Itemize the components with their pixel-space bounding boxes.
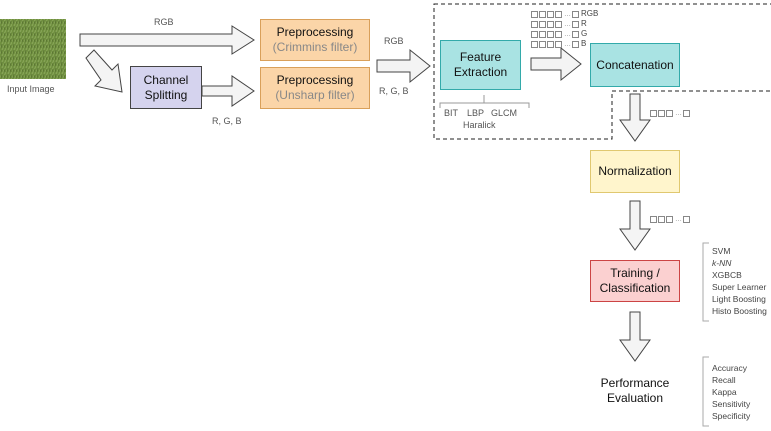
training-classification-box: Training / Classification bbox=[590, 260, 680, 302]
input-image bbox=[0, 19, 66, 79]
input-image-caption: Input Image bbox=[7, 84, 55, 94]
arrow-norm-to-train bbox=[619, 200, 651, 251]
channel-splitting-box: Channel Splitting bbox=[130, 66, 202, 109]
arrow-feature-to-concat bbox=[530, 46, 582, 82]
arrow-to-channel-split bbox=[85, 49, 123, 93]
classifier-item: XGBCB bbox=[712, 270, 742, 280]
vector-strip-after-norm: … bbox=[650, 216, 690, 223]
arrow-train-to-perf bbox=[619, 311, 651, 362]
feature-region-dashed bbox=[433, 3, 771, 140]
feature-item-lbp: LBP bbox=[467, 108, 485, 118]
classifier-item: Light Boosting bbox=[712, 294, 766, 304]
arrow-concat-to-norm bbox=[619, 93, 651, 142]
classifier-item: Histo Boosting bbox=[712, 306, 767, 316]
normalization-box: Normalization bbox=[590, 150, 680, 193]
feature-vector-label-g: G bbox=[581, 29, 588, 38]
metric-item: Accuracy bbox=[712, 363, 747, 373]
arrow-group bbox=[79, 25, 651, 362]
arrow-split-to-unsharp bbox=[201, 75, 255, 107]
label-rgb-mid: RGB bbox=[384, 36, 404, 46]
metric-bracket bbox=[702, 356, 709, 427]
label-rgb-top: RGB bbox=[154, 17, 174, 27]
performance-evaluation-box: Performance Evaluation bbox=[590, 370, 680, 412]
label-rgb-channels-left: R, G, B bbox=[212, 116, 242, 126]
performance-line2: Evaluation bbox=[606, 391, 664, 405]
feature-extraction-line2: Extraction bbox=[453, 65, 508, 79]
feature-item-bit: BIT bbox=[444, 108, 459, 118]
concatenation-label: Concatenation bbox=[596, 57, 674, 72]
training-line2: Classification bbox=[599, 281, 671, 295]
feature-extraction-line1: Feature bbox=[459, 50, 502, 64]
preprocessing-crimmins-box: Preprocessing (Crimmins filter) bbox=[260, 19, 370, 61]
feature-vector-b: … B bbox=[531, 40, 586, 48]
feature-vector-rgb: … RGB bbox=[531, 10, 598, 18]
feature-sublabel-haralick: Haralick bbox=[463, 120, 496, 130]
preprocessing-crimmins-subtitle: (Crimmins filter) bbox=[272, 40, 358, 54]
feature-vector-label-rgb: RGB bbox=[581, 9, 599, 18]
label-rgb-channels-right: R, G, B bbox=[379, 86, 409, 96]
preprocessing-unsharp-subtitle: (Unsharp filter) bbox=[275, 88, 355, 102]
metric-item: Recall bbox=[712, 375, 736, 385]
arrow-rgb-to-crimmins bbox=[79, 25, 255, 55]
feature-vector-g: … G bbox=[531, 30, 587, 38]
feature-extraction-box: Feature Extraction bbox=[440, 40, 521, 90]
feature-vector-label-b: B bbox=[581, 39, 587, 48]
channel-splitting-line2: Splitting bbox=[144, 87, 188, 102]
classifier-list: SVM k-NN XGBCB Super Learner Light Boost… bbox=[712, 245, 767, 317]
classifier-bracket bbox=[702, 242, 709, 322]
classifier-item: SVM bbox=[712, 246, 731, 256]
metric-item: Specificity bbox=[712, 411, 751, 421]
concatenation-box: Concatenation bbox=[590, 43, 680, 87]
metric-list: Accuracy Recall Kappa Sensitivity Specif… bbox=[712, 362, 750, 422]
classifier-item: k-NN bbox=[712, 258, 732, 268]
arrow-to-feature bbox=[376, 48, 431, 84]
classifier-item: Super Learner bbox=[712, 282, 767, 292]
feature-vector-r: … R bbox=[531, 20, 587, 28]
training-line1: Training / bbox=[610, 266, 660, 280]
feature-vector-label-r: R bbox=[581, 19, 587, 28]
feature-bracket bbox=[439, 95, 530, 108]
performance-line1: Performance bbox=[600, 376, 670, 390]
preprocessing-unsharp-title: Preprocessing bbox=[276, 73, 354, 87]
feature-item-glcm: GLCM bbox=[491, 108, 518, 118]
metric-item: Sensitivity bbox=[712, 399, 751, 409]
preprocessing-unsharp-box: Preprocessing (Unsharp filter) bbox=[260, 67, 370, 109]
channel-splitting-line1: Channel bbox=[143, 72, 189, 87]
normalization-label: Normalization bbox=[598, 164, 672, 178]
preprocessing-crimmins-title: Preprocessing bbox=[276, 25, 354, 39]
vector-strip-after-concat: … bbox=[650, 110, 690, 117]
metric-item: Kappa bbox=[712, 387, 737, 397]
